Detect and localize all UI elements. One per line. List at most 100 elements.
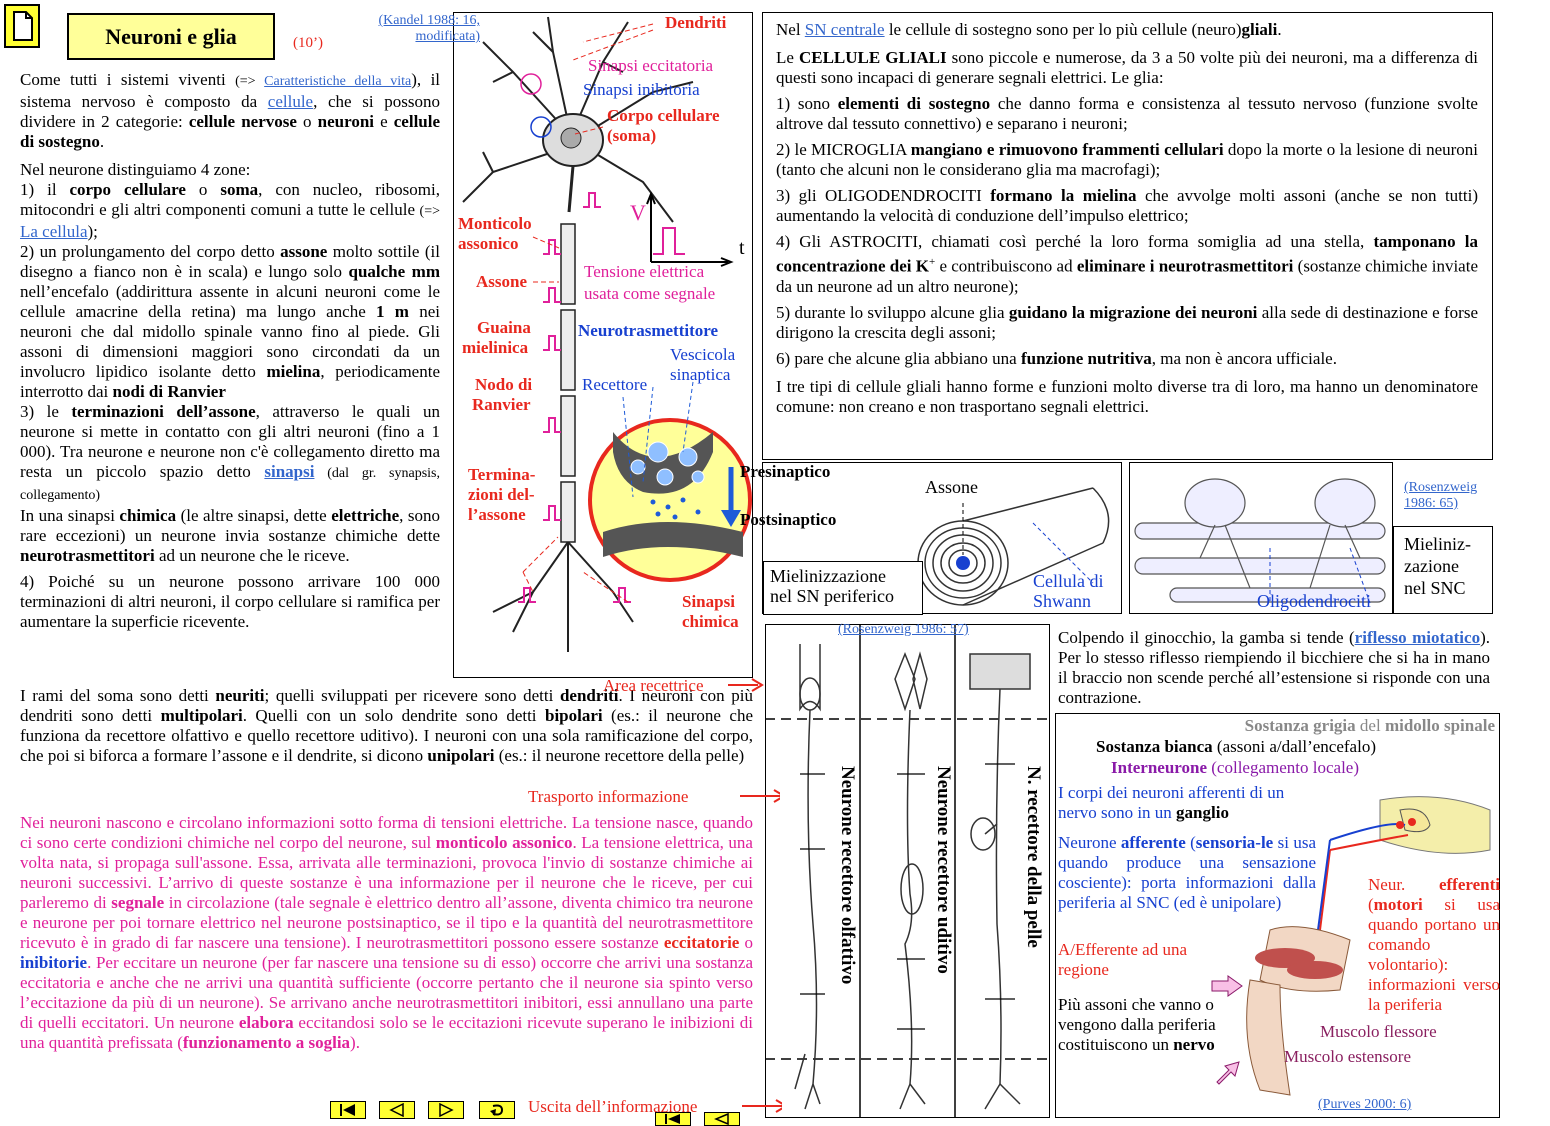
- nav-prev-button[interactable]: [379, 1101, 415, 1119]
- spinal-aeff: A/Efferente ad una regione: [1058, 940, 1188, 979]
- nav-next-icon: [439, 1103, 454, 1117]
- oligodendrocyte-illustration: [1134, 478, 1386, 604]
- nav-first-button[interactable]: [330, 1101, 366, 1119]
- reflex-paragraph: Colpendo il ginocchio, la gamba si tende…: [1058, 628, 1490, 707]
- label-nodo-di: Nodo di: [475, 375, 533, 394]
- rosenzweig-57-citation[interactable]: (Rosenzweig 1986: 57): [838, 622, 969, 637]
- myelin-pns-figure: Assone Mielinizzazione nel SN periferico…: [762, 462, 1122, 615]
- label-uscita: Uscita dell’informazione: [528, 1097, 698, 1116]
- nav-first-button-2[interactable]: [655, 1112, 691, 1126]
- label-muscolo-flessore: Muscolo flessore: [1320, 1022, 1437, 1041]
- link-sinapsi[interactable]: sinapsi: [264, 462, 315, 481]
- spinal-white-matter: Sostanza bianca (assoni a/dall’encefalo): [1096, 737, 1376, 756]
- signal-paragraph: Nei neuroni nascono e circolano informaz…: [20, 813, 754, 1052]
- label-tensione: Tensione elettrica: [584, 262, 705, 281]
- link-riflesso-miotatico[interactable]: riflesso miotatico: [1354, 628, 1481, 647]
- myelin-pns-caption-2: nel SN periferico: [770, 586, 894, 606]
- dendrites-paragraph: I rami del soma sono detti neuriti; quel…: [20, 686, 753, 765]
- label-area-recettrice: Area recettrice: [603, 676, 704, 695]
- spinal-ganglio: I corpi dei neuroni afferenti di un nerv…: [1058, 783, 1285, 822]
- myelin-roll-illustration: [917, 487, 1110, 606]
- link-caratteristiche-vita[interactable]: Caratteristiche della vita: [264, 74, 412, 89]
- zone-4-paragraph: 4) Poiché su un neurone possono arrivare…: [20, 572, 440, 631]
- glia-box: [762, 12, 1493, 460]
- myelin-cns-caption-1: Mieliniz-: [1404, 534, 1471, 554]
- myelin-cns-caption-3: nel SNC: [1404, 578, 1466, 598]
- kandel-citation[interactable]: (Kandel 1988: 16, modificata): [378, 13, 480, 44]
- label-ranvier: Ranvier: [472, 395, 531, 414]
- label-terminazioni: Termina-: [468, 465, 536, 484]
- nav-prev-icon: [714, 1113, 729, 1125]
- spinal-interneuron: Interneurone (collegamento locale): [1111, 758, 1359, 777]
- duration-label: (10’): [293, 35, 323, 51]
- left-column-wide: I rami del soma sono detti neuriti; quel…: [20, 686, 753, 766]
- neuron-figure: [453, 12, 753, 678]
- label-v-axis: V: [630, 200, 646, 225]
- label-postsinaptico: Postsinaptico: [740, 510, 837, 529]
- chemical-synapse-paragraph: In una sinapsi chimica (le altre sinapsi…: [20, 506, 440, 565]
- nav-next-button[interactable]: [428, 1101, 464, 1119]
- label-sinapsi-chimica: Sinapsi: [682, 592, 735, 611]
- receptor-neurons-figure: [765, 624, 1050, 1118]
- glia-p7: 5) durante lo sviluppo alcune glia guida…: [776, 302, 1478, 342]
- label-recettore: Recettore: [582, 375, 648, 394]
- label-corpo-cellulare: Corpo cellulare: [607, 106, 720, 125]
- neuron-diagram: [462, 16, 752, 652]
- rosenzweig-65-citation[interactable]: (Rosenzweig 1986: 65): [1404, 480, 1478, 511]
- label-neurotrasmettitore: Neurotrasmettitore: [578, 321, 719, 340]
- label-neurone-pelle: N. recettore della pelle: [1023, 766, 1044, 948]
- page-title-box: Neuroni e glia: [67, 13, 275, 60]
- label-vescicola: Vescicola: [670, 345, 736, 364]
- spinal-title: Sostanza grigia del midollo spinale: [1244, 716, 1495, 735]
- glia-p8: 6) pare che alcune glia abbiano una funz…: [776, 348, 1337, 368]
- glia-p6: 4) Gli ASTROCITI, chiamati così perché l…: [776, 232, 1478, 296]
- label-sinapsi-eccitatoria: Sinapsi eccitatoria: [588, 56, 714, 75]
- link-la-cellula[interactable]: La cellula: [20, 222, 88, 241]
- page-title: Neuroni e glia: [105, 23, 237, 49]
- label-chimica: chimica: [682, 612, 739, 631]
- document-icon-button[interactable]: [4, 4, 40, 48]
- nav-back-icon: [490, 1104, 504, 1116]
- zone-2-paragraph: 2) un prolungamento del corpo detto asso…: [20, 242, 441, 401]
- spinal-efferent: Neur. efferenti (motori si usa quando po…: [1368, 875, 1500, 1014]
- label-dendriti: Dendriti: [665, 13, 727, 32]
- spinal-reflex-illustration: [1246, 796, 1491, 1096]
- excitatory-synapse-marker: [520, 73, 542, 95]
- label-assone-myelin: Assone: [925, 477, 978, 497]
- glia-p4: 2) le MICROGLIA mangiano e rimuovono fra…: [776, 140, 1479, 179]
- nav-first-icon: [665, 1114, 680, 1124]
- spinal-nervo: Più assoni che vanno o vengono dalla per…: [1058, 995, 1216, 1054]
- label-mielinica: mielinica: [462, 338, 529, 357]
- link-cellule[interactable]: cellule: [267, 92, 314, 111]
- purves-citation[interactable]: (Purves 2000: 6): [1318, 1097, 1412, 1112]
- glia-p5: 3) gli OLIGODENDROCITI formano la mielin…: [776, 186, 1478, 225]
- myelin-cns-caption-2: zazione: [1404, 556, 1459, 576]
- glia-text: Nel SN centrale le cellule di sostegno s…: [776, 20, 1478, 417]
- label-monticolo: Monticolo: [458, 214, 532, 233]
- label-assone: Assone: [476, 272, 528, 291]
- label-oligodendrociti: Oligodendrociti: [1257, 591, 1371, 611]
- nav-first-icon: [340, 1104, 355, 1116]
- glia-p2: Le CELLULE GLIALI sono piccole e numeros…: [776, 48, 1478, 87]
- label-sinaptica: sinaptica: [670, 365, 731, 384]
- label-tensione-2: usata come segnale: [584, 284, 716, 303]
- label-trasporto: Trasporto informazione: [528, 787, 689, 806]
- arrow-area-icon: [728, 678, 764, 692]
- spinal-afferent: Neurone afferente (sensoria-le si usa qu…: [1058, 833, 1317, 912]
- nav-prev-button-2[interactable]: [704, 1112, 740, 1126]
- document-icon: [13, 11, 33, 41]
- link-sn-centrale[interactable]: SN centrale: [804, 20, 885, 39]
- label-neurone-uditivo: Neurone recettore uditivo: [933, 766, 954, 974]
- nav-back-button[interactable]: [479, 1101, 515, 1119]
- glia-p3: 1) sono elementi di sostegno che danno f…: [776, 94, 1478, 133]
- label-guaina: Guaina: [477, 318, 531, 337]
- arrow-uscita-icon: [742, 1099, 782, 1113]
- glia-p1: Nel SN centrale le cellule di sostegno s…: [776, 20, 1282, 39]
- zone-1-paragraph: 1) il corpo cellulare o soma, con nucleo…: [20, 180, 440, 241]
- myelin-pns-caption-1: Mielinizzazione: [770, 566, 886, 586]
- myelin-cns-caption: Mieliniz- zazione nel SNC: [1393, 526, 1493, 614]
- label-soma: (soma): [607, 126, 657, 145]
- pink-arrow-right-icon: [1211, 975, 1243, 997]
- label-muscolo-estensore: Muscolo estensore: [1284, 1047, 1412, 1066]
- arrow-trasporto-icon: [740, 789, 780, 803]
